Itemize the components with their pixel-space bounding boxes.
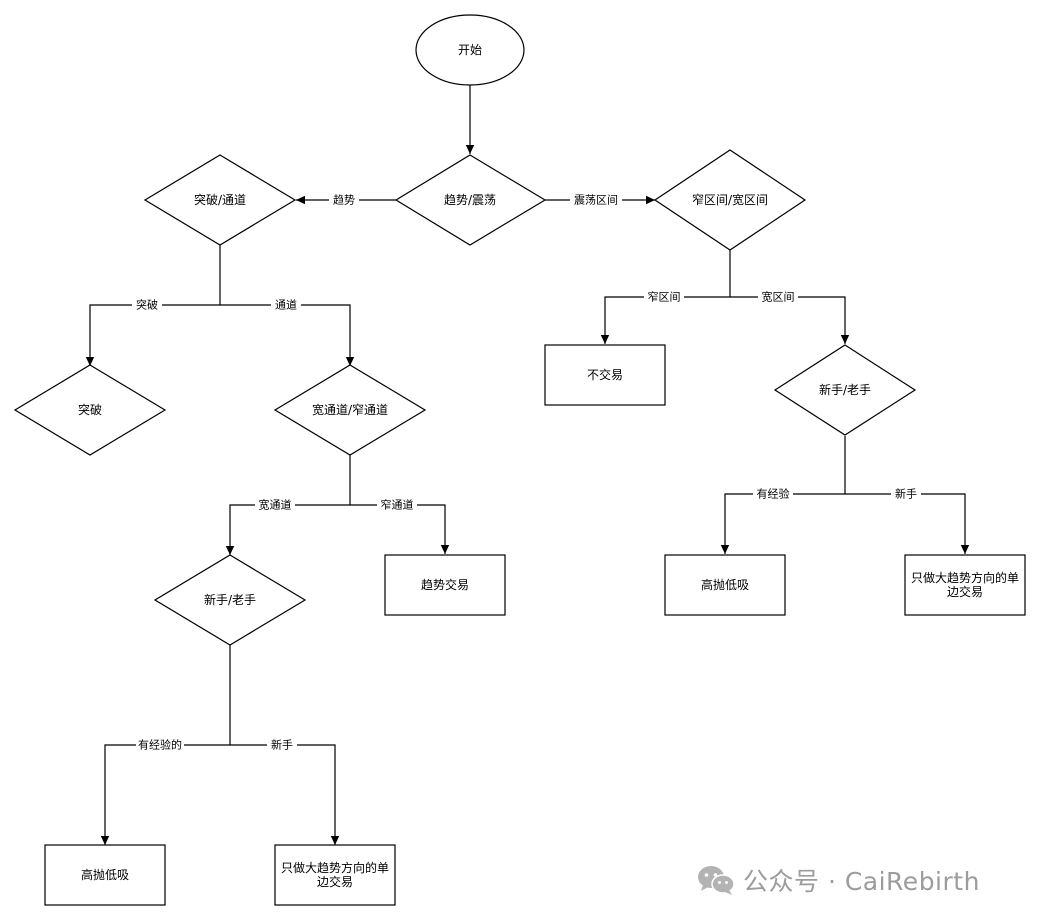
edge-label-channel: 通道 — [275, 298, 297, 312]
node-wide-or-narrow-channel-label: 宽通道/窄通道 — [312, 402, 388, 417]
edge-to-trend-trade — [350, 504, 450, 554]
edge-label-trend: 趋势 — [333, 194, 355, 207]
node-trend-or-range: 趋势/震荡 — [394, 154, 547, 246]
node-one-side-trade-channel: 只做大趋势方向的单 边交易 — [274, 844, 396, 906]
edge-label-experienced-channel: 有经验的 — [138, 738, 182, 752]
node-high-sell-low-buy-range: 高抛低吸 — [664, 554, 786, 616]
edge-label-narrow-channel: 窄通道 — [381, 498, 414, 512]
wechat-icon — [698, 866, 735, 895]
node-trend-trade: 趋势交易 — [384, 554, 506, 616]
node-high-sell-low-buy-channel: 高抛低吸 — [44, 844, 166, 906]
node-trend-or-range-label: 趋势/震荡 — [444, 193, 496, 207]
edge-to-one-side-trade-channel — [230, 744, 340, 845]
node-no-trade-label: 不交易 — [587, 367, 623, 382]
node-one-side-trade-range: 只做大趋势方向的单 边交易 — [904, 554, 1026, 616]
edge-to-novice-or-veteran-range — [730, 296, 850, 344]
node-breakout-label: 突破 — [78, 402, 102, 417]
edge-to-one-side-trade-range — [845, 493, 970, 554]
node-novice-or-veteran-channel-label: 新手/老手 — [204, 592, 256, 607]
watermark-text: 公众号 · CaiRebirth — [743, 867, 980, 896]
node-no-trade: 不交易 — [544, 344, 666, 406]
node-one-side-trade-channel-line2: 边交易 — [317, 874, 353, 889]
node-breakout-or-channel-label: 突破/通道 — [194, 192, 246, 207]
edge-label-experienced: 有经验 — [757, 487, 790, 501]
node-novice-or-veteran-range: 新手/老手 — [773, 344, 917, 436]
node-one-side-trade-channel-line1: 只做大趋势方向的单 — [281, 860, 389, 875]
edge-label-novice-channel: 新手 — [271, 738, 293, 752]
node-one-side-trade-range-line1: 只做大趋势方向的单 — [911, 570, 1019, 585]
node-novice-or-veteran-range-label: 新手/老手 — [819, 382, 871, 397]
node-high-sell-low-buy-channel-label: 高抛低吸 — [81, 867, 129, 882]
edge-label-range-interval: 震荡区间 — [574, 194, 618, 207]
edge-label-narrow-interval: 窄区间 — [648, 290, 681, 304]
node-wide-or-narrow-channel: 宽通道/窄通道 — [273, 364, 427, 456]
watermark: 公众号 · CaiRebirth — [697, 862, 980, 898]
node-one-side-trade-range-line2: 边交易 — [947, 584, 983, 599]
edge-to-wide-or-narrow-channel — [220, 304, 355, 366]
edge-labels: 趋势 震荡区间 突破 通道 窄区间 宽区间 有经验 新手 宽通道 窄通道 有经验… — [132, 193, 921, 752]
node-start-label: 开始 — [458, 43, 482, 57]
node-novice-or-veteran-channel: 新手/老手 — [153, 554, 307, 646]
node-narrow-or-wide-range: 窄区间/宽区间 — [653, 149, 807, 251]
edge-label-breakout: 突破 — [136, 298, 158, 312]
node-start: 开始 — [415, 14, 525, 86]
edge-label-wide-interval: 宽区间 — [762, 290, 795, 304]
node-breakout-or-channel: 突破/通道 — [143, 154, 297, 246]
node-breakout: 突破 — [13, 364, 167, 456]
node-high-sell-low-buy-range-label: 高抛低吸 — [701, 577, 749, 592]
edge-label-novice-range: 新手 — [895, 487, 917, 501]
node-trend-trade-label: 趋势交易 — [421, 577, 469, 592]
node-narrow-or-wide-range-label: 窄区间/宽区间 — [692, 192, 768, 207]
edge-label-wide-channel: 宽通道 — [259, 498, 292, 512]
